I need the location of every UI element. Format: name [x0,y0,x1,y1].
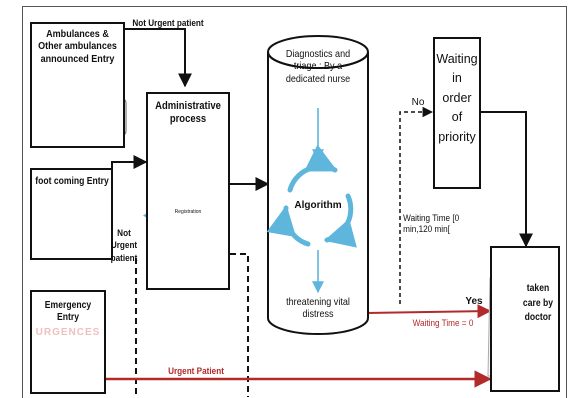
label-urgent-patient: Urgent Patient [168,366,224,377]
doctor-box-text: taken care by doctor [522,283,554,323]
label-not-urgent-top: Not Urgent patient [132,18,204,29]
arrow-waiting-to-doctor [481,111,533,248]
ambulance-entry-box [30,22,125,148]
label-not-urgent-side: Not Urgent patient [110,228,138,264]
doctor-box [490,246,560,392]
triage-diagnostics-label: Diagnostics and triage : By a dedicated … [285,48,351,85]
administrative-process-title: Administrative process [155,100,221,125]
emergency-entry-title: Emergency Entry [44,300,92,323]
foot-entry-box [30,168,113,260]
dashed-arrow-no-to-waiting [399,106,434,304]
waiting-priority-box [433,37,481,189]
arrow-yes-to-doctor [366,304,492,319]
label-waiting-time: Waiting Time [0 min,120 min[ [403,213,460,236]
registration-label: Registration [174,209,202,215]
algorithm-label: Algorithm [294,200,342,211]
foot-entry-title: foot coming Entry [35,176,109,187]
algorithm-cycle-icon [266,144,357,248]
label-no: No [411,97,425,108]
diagram-frame [22,6,567,398]
arrow-foot-to-admin [111,155,148,190]
label-yes: Yes [465,296,483,307]
label-waiting-time-zero: Waiting Time = 0 [412,318,474,329]
arrow-ambulance-to-admin [124,28,192,88]
ambulance-entry-title: Ambulances & Other ambulances announced … [38,28,117,65]
threatening-vital-distress-label: threatening vital distress [286,296,350,321]
emergency-entry-box [30,290,106,394]
triage-cylinder [267,35,369,335]
waiting-priority-text: Waiting in order of priority [436,52,478,144]
emergency-sign-text: URGENCES [35,327,101,338]
dashed-admin-return [230,253,249,397]
administrative-process-box [146,92,230,290]
